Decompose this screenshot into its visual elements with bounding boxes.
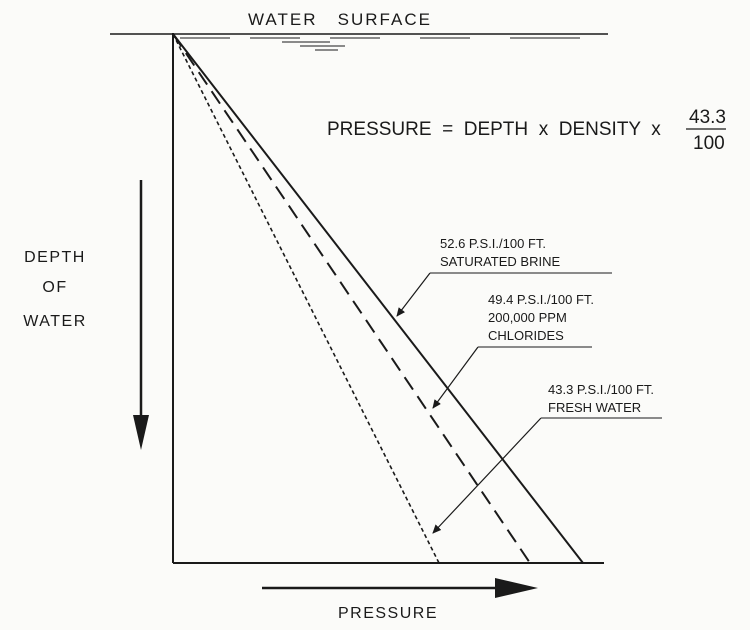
depth-arrow xyxy=(133,180,149,450)
callout-fresh-water: 43.3 P.S.I./100 FT. FRESH WATER xyxy=(432,382,662,534)
pressure-axis-label: PRESSURE xyxy=(338,605,438,622)
saturated-brine-value: 52.6 P.S.I./100 FT. xyxy=(440,236,546,251)
saturated-brine-gradient-line xyxy=(172,33,584,564)
water-ripple-marks xyxy=(180,37,580,51)
callout-saturated-brine: 52.6 P.S.I./100 FT. SATURATED BRINE xyxy=(396,236,612,317)
fresh-water-value: 43.3 P.S.I./100 FT. xyxy=(548,382,654,397)
chlorides-gradient-line xyxy=(172,33,531,564)
fresh-water-gradient-line xyxy=(172,33,440,564)
pressure-arrow xyxy=(262,578,538,598)
chlorides-desc-2: CHLORIDES xyxy=(488,328,564,343)
depth-label-line2: OF xyxy=(42,279,67,296)
formula-text: PRESSURE = DEPTH x DENSITY x xyxy=(327,119,661,140)
chlorides-value: 49.4 P.S.I./100 FT. xyxy=(488,292,594,307)
depth-label-line1: DEPTH xyxy=(24,249,86,266)
formula-numerator: 43.3 xyxy=(689,107,726,128)
water-surface-label: WATER SURFACE xyxy=(248,10,432,29)
saturated-brine-desc: SATURATED BRINE xyxy=(440,254,560,269)
chlorides-desc-1: 200,000 PPM xyxy=(488,310,567,325)
fresh-water-desc: FRESH WATER xyxy=(548,400,641,415)
formula-denominator: 100 xyxy=(693,133,725,154)
depth-label-line3: WATER xyxy=(23,313,87,330)
callout-chlorides: 49.4 P.S.I./100 FT. 200,000 PPM CHLORIDE… xyxy=(432,292,594,409)
